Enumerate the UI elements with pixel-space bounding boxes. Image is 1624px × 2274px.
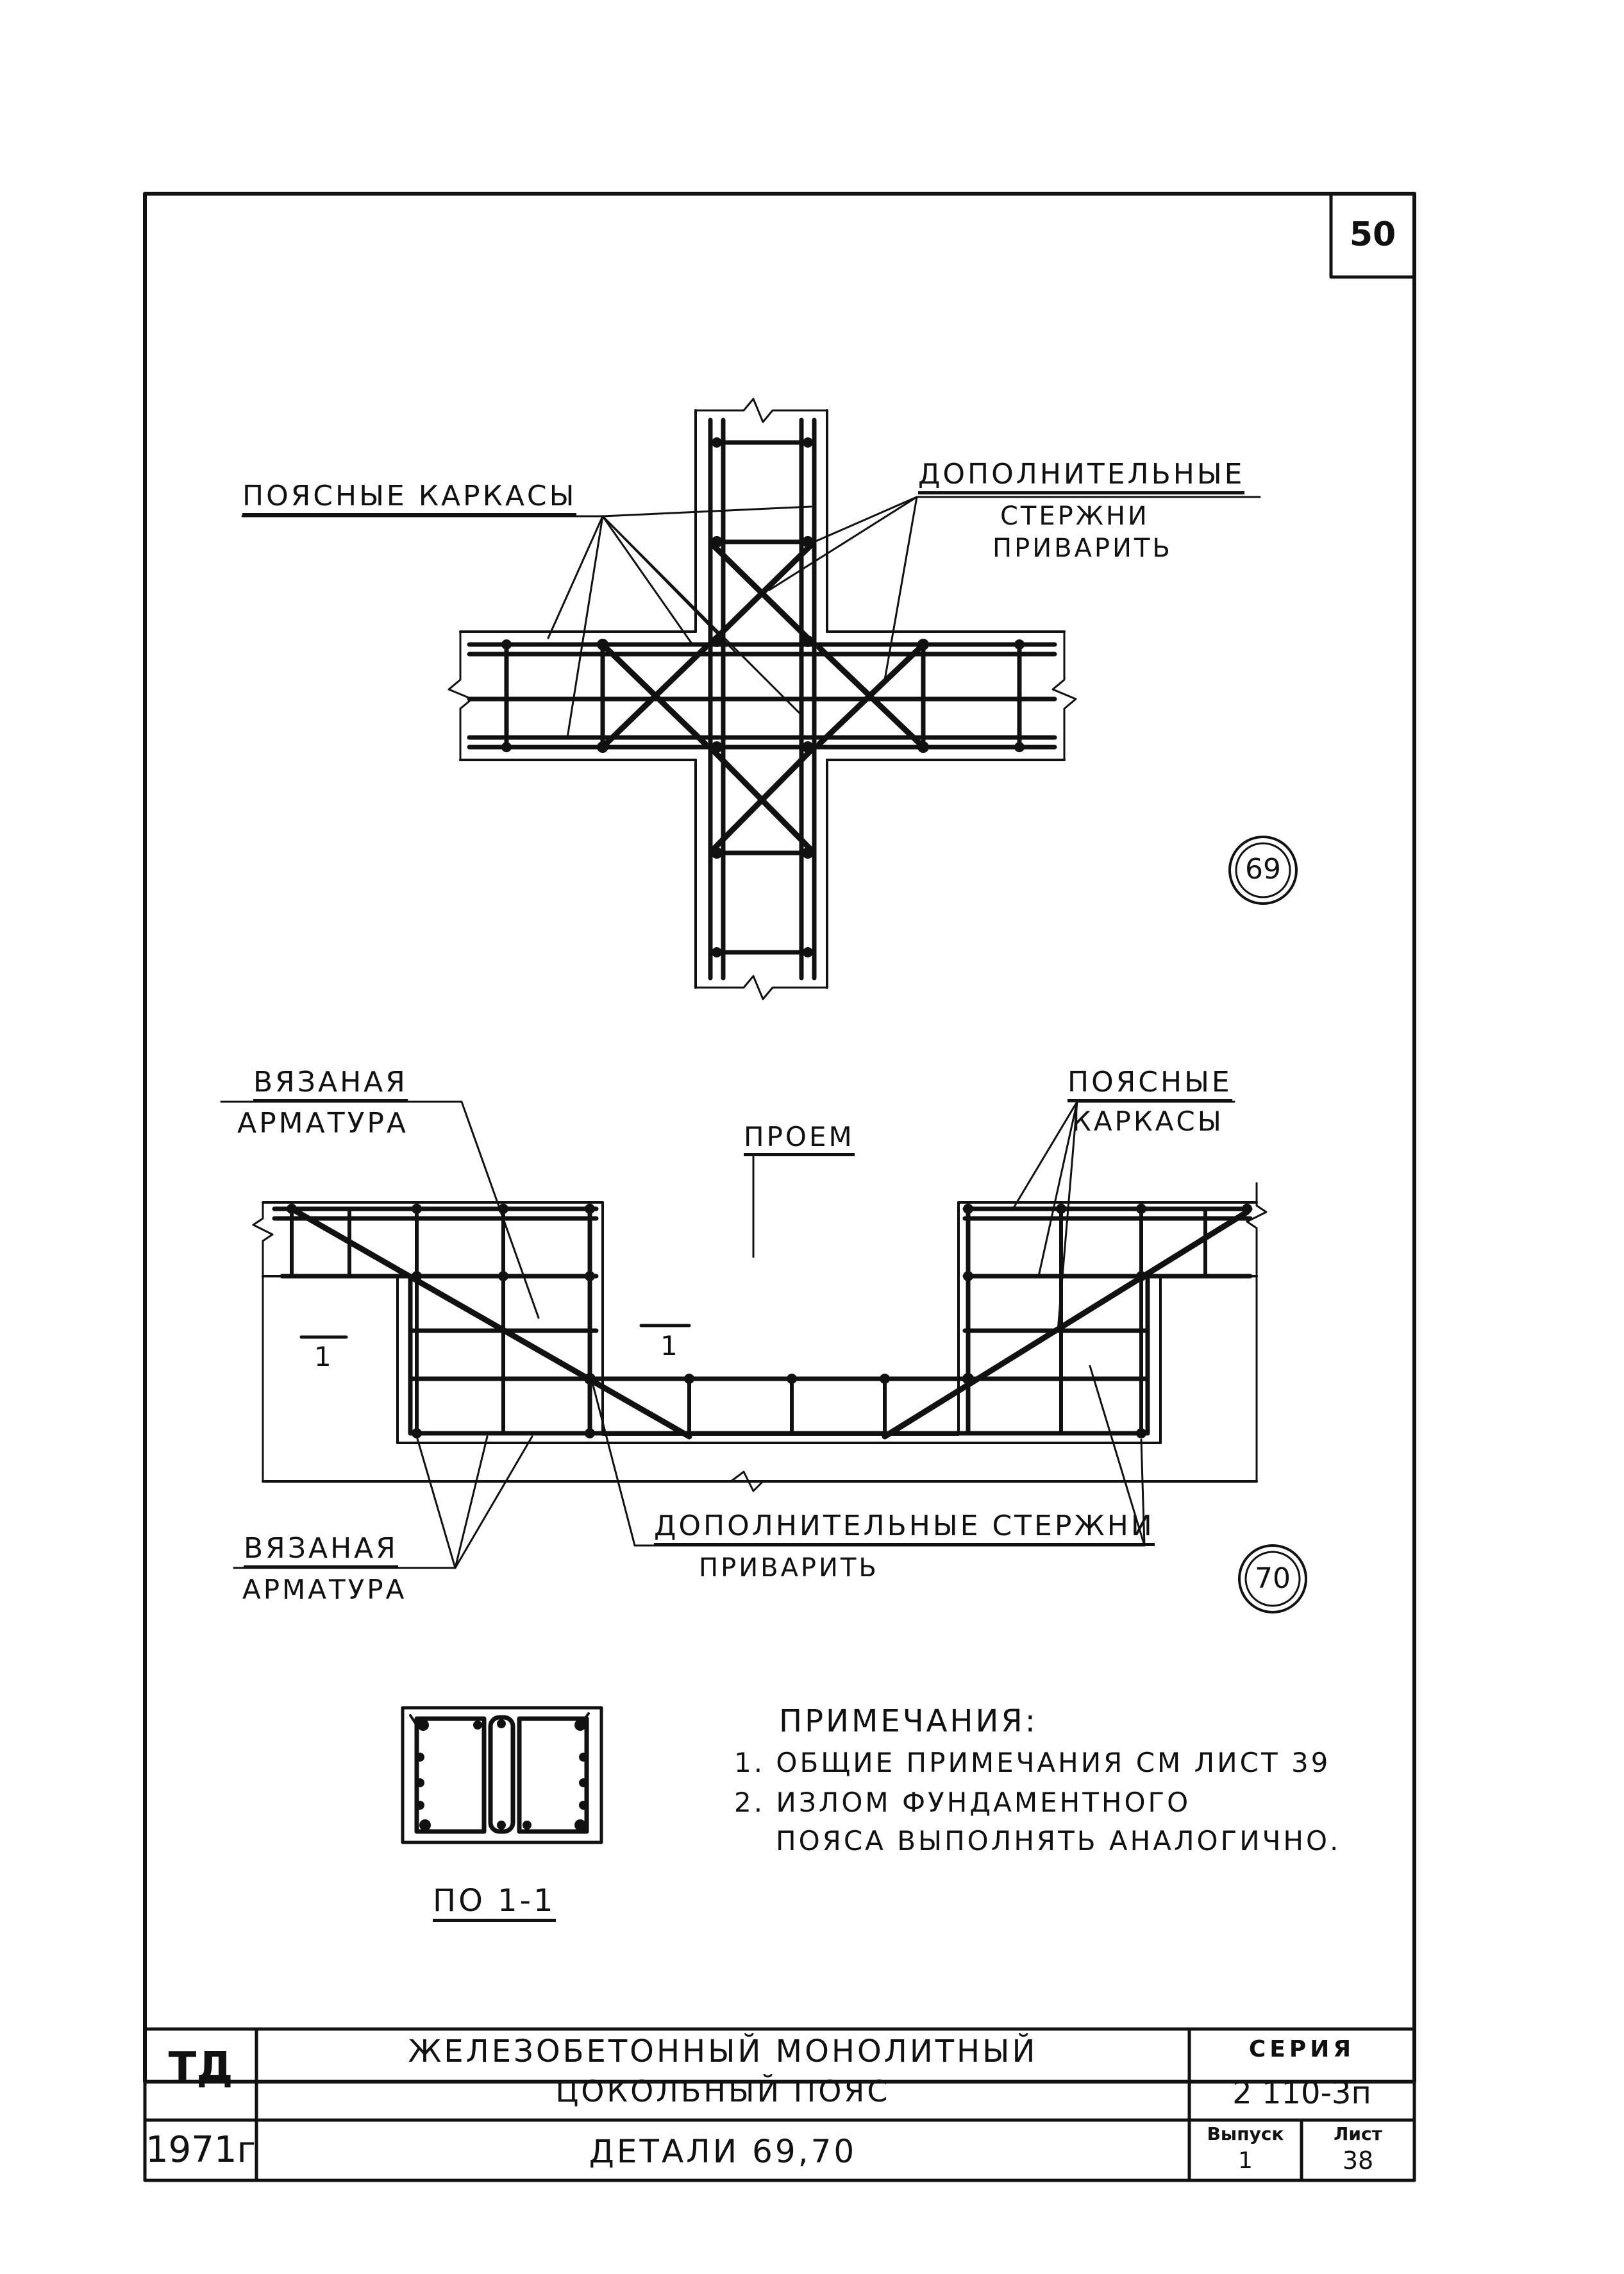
section-left-frame (414, 1716, 487, 1834)
title-block-sheet-label: Лист (1334, 2123, 1382, 2144)
title-block-year: 1971г (146, 2129, 256, 2171)
label-extra-bars-bottom-line2: ПРИВАРИТЬ (699, 1553, 879, 1583)
detail-70-stirrups (290, 1207, 1207, 1435)
detail-70-longitudinal-bars (272, 1206, 1253, 1436)
label-extra-bars-line2: СТЕРЖНИ (1000, 501, 1150, 531)
detail-70-marker: 70 (1255, 1562, 1291, 1595)
title-block-series-label: СЕРИЯ (1248, 2036, 1355, 2062)
sheet-border (143, 192, 1416, 2084)
notes-item-1: 1. ОБЩИЕ ПРИМЕЧАНИЯ СМ ЛИСТ 39 (734, 1747, 1331, 1778)
section-1-1-drawing (401, 1706, 603, 1844)
title-block-org: ТД (168, 2044, 233, 2091)
section-mark-left: 1 (314, 1341, 334, 1372)
title-block-sheet-value: 38 (1342, 2146, 1374, 2175)
detail-69-marker-circle (1228, 836, 1298, 905)
detail-69-outline (448, 398, 1077, 1000)
detail-69-leaders (241, 496, 1261, 739)
title-block-issue-label: Выпуск (1207, 2123, 1284, 2144)
page-number-box (1329, 192, 1416, 279)
section-rebar-dots (415, 1719, 588, 1831)
detail-69-diagonal-bars (603, 542, 923, 853)
notes-item-3: ПОЯСА ВЫПОЛНЯТЬ АНАЛОГИЧНО. (776, 1825, 1341, 1857)
label-belt-frames-line2: КАРКАСЫ (1072, 1106, 1224, 1137)
title-block-lines (143, 2027, 1416, 2182)
label-extra-bars-bottom-line1: ДОПОЛНИТЕЛЬНЫЕ СТЕРЖНИ (654, 1512, 1155, 1546)
detail-69-drawing (241, 398, 1298, 1000)
title-block-subtitle: ДЕТАЛИ 69,70 (589, 2133, 857, 2170)
detail-70-marker-circle (1238, 1544, 1307, 1613)
label-belt-frames: ПОЯСНЫЕ КАРКАСЫ (242, 482, 577, 516)
section-outline (401, 1706, 603, 1844)
detail-70-rebar-dots (287, 1204, 1252, 1438)
notes-item-2: 2. ИЗЛОМ ФУНДАМЕНТНОГО (734, 1787, 1191, 1818)
label-tied-rebar-bottom-line1: ВЯЗАНАЯ (244, 1535, 398, 1569)
label-tied-rebar-top-line1: ВЯЗАНАЯ (253, 1068, 408, 1102)
notes-heading: ПРИМЕЧАНИЯ: (779, 1703, 1038, 1739)
page-number: 50 (1349, 215, 1396, 254)
title-block-title-line2: ЦОКОЛЬНЫЙ ПОЯС (555, 2074, 891, 2109)
detail-70-diagonal-bars (289, 1206, 1250, 1440)
title-block-title-line1: ЖЕЛЕЗОБЕТОННЫЙ МОНОЛИТНЫЙ (408, 2034, 1038, 2069)
section-center-bar (488, 1715, 515, 1834)
label-tied-rebar-top-line2: АРМАТУРА (237, 1107, 409, 1140)
label-opening: ПРОЕМ (744, 1124, 855, 1156)
label-extra-bars-line1: ДОПОЛНИТЕЛЬНЫЕ (918, 460, 1245, 494)
label-extra-bars-line3: ПРИВАРИТЬ (992, 534, 1173, 563)
label-tied-rebar-bottom-line2: АРМАТУРА (242, 1574, 407, 1605)
title-block-series-value: 2 110-3п (1232, 2075, 1371, 2111)
detail-69-rebar-dots (501, 437, 1025, 957)
label-belt-frames-line1: ПОЯСНЫЕ (1067, 1068, 1232, 1102)
detail-69-stirrups (504, 440, 1022, 955)
detail-70-drawing (220, 1100, 1307, 1613)
section-right-frame (517, 1716, 589, 1834)
detail-69-marker: 69 (1245, 853, 1281, 886)
title-block-issue-value: 1 (1238, 2148, 1253, 2174)
detail-70-leaders (220, 1100, 1235, 1569)
section-mark-right: 1 (660, 1330, 680, 1361)
section-caption: ПО 1-1 (433, 1885, 556, 1922)
